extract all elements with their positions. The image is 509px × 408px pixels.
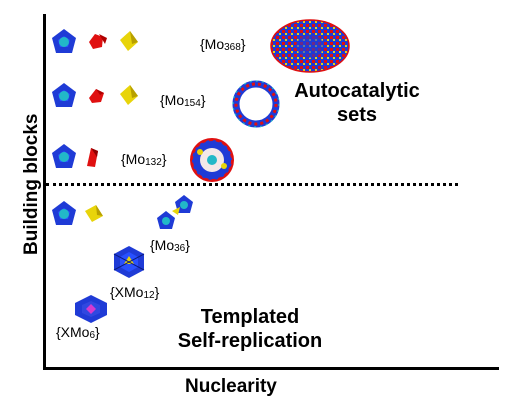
pentagonal-unit-icon	[52, 29, 76, 53]
red-linker-icon	[89, 34, 107, 49]
x-axis-label: Nuclearity	[185, 376, 277, 397]
label-xmo6: {XMo6}	[56, 324, 100, 341]
red-linker-icon	[89, 89, 104, 103]
y-axis	[43, 14, 46, 370]
label-mo154: {Mo154}	[160, 92, 206, 109]
pentagonal-unit-icon	[52, 144, 76, 168]
yellow-unit-icon	[120, 31, 138, 51]
label-mo368: {Mo368}	[200, 36, 246, 53]
building-blocks-row-1	[52, 29, 138, 53]
pentagonal-unit-icon	[52, 83, 76, 107]
yellow-unit-icon	[85, 205, 103, 222]
pentagonal-unit-icon	[52, 201, 76, 225]
xmo12-keggin-icon	[113, 246, 145, 278]
mo368-cluster-icon	[270, 19, 350, 73]
dotted-divider	[46, 183, 458, 186]
mo36-cluster-icon	[157, 195, 193, 229]
yellow-unit-icon	[120, 85, 138, 105]
templated-self-replication-title: Templated Self-replication	[177, 306, 323, 352]
building-blocks-row-3	[52, 144, 98, 168]
building-blocks-row-2	[52, 83, 138, 107]
label-mo132: {Mo132}	[121, 151, 167, 168]
label-xmo12: {XMo12}	[110, 284, 160, 301]
building-blocks-row-4	[52, 201, 103, 225]
mo132-keplerate-icon	[190, 138, 234, 182]
label-mo36: {Mo36}	[150, 237, 190, 254]
autocatalytic-sets-title: Autocatalytic sets	[294, 80, 420, 126]
red-linker-icon	[87, 148, 98, 167]
x-axis	[43, 367, 499, 370]
xmo6-anderson-icon	[75, 295, 107, 323]
mo154-wheel-icon	[232, 80, 280, 128]
y-axis-label: Building blocks	[21, 113, 42, 255]
